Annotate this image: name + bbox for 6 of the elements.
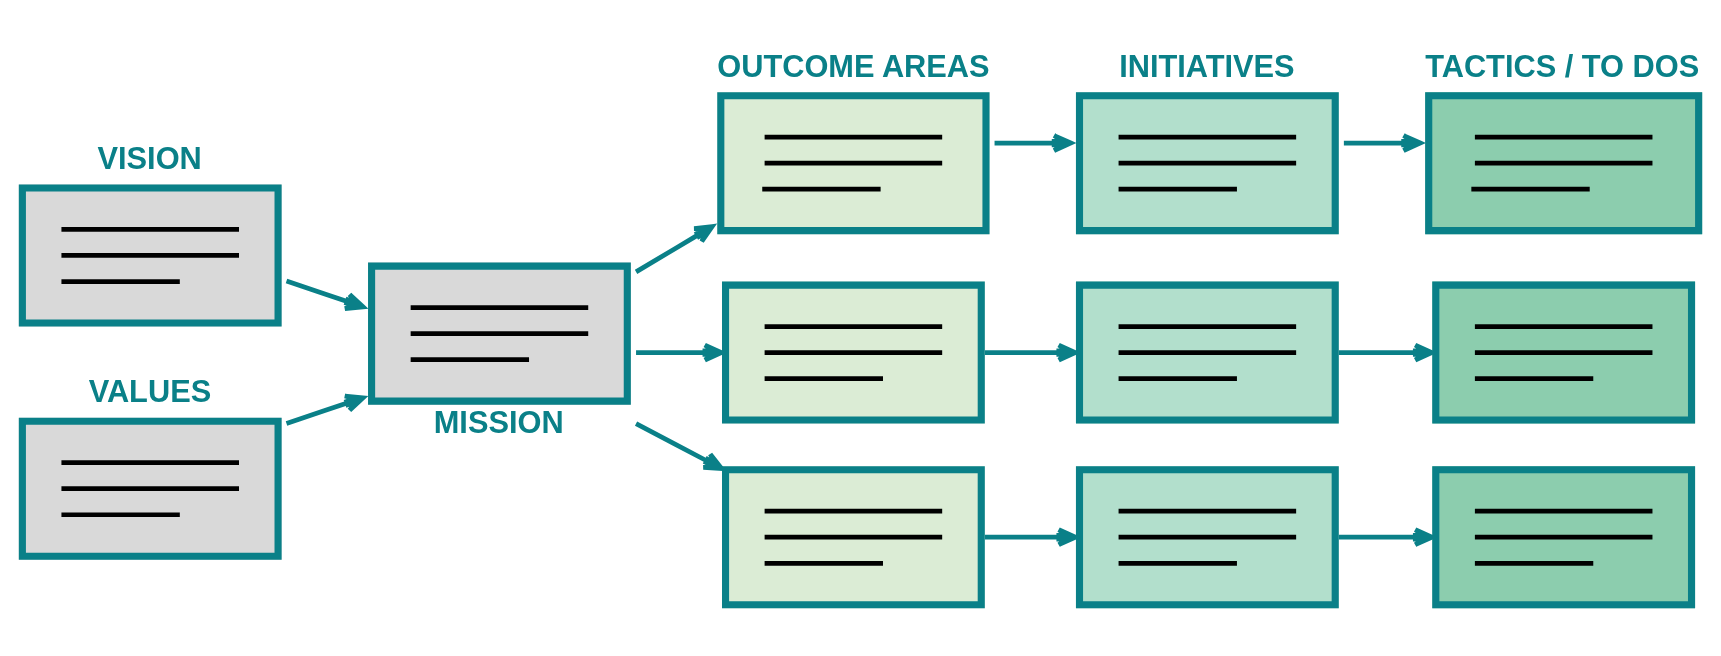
node-label: INITIATIVES (1119, 48, 1295, 84)
node-label: TACTICS / TO DOS (1425, 48, 1700, 84)
node-label: OUTCOME AREAS (717, 48, 990, 84)
node-label: VALUES (88, 374, 212, 410)
node-label: VISION (97, 140, 202, 176)
node-label: MISSION (433, 404, 564, 440)
